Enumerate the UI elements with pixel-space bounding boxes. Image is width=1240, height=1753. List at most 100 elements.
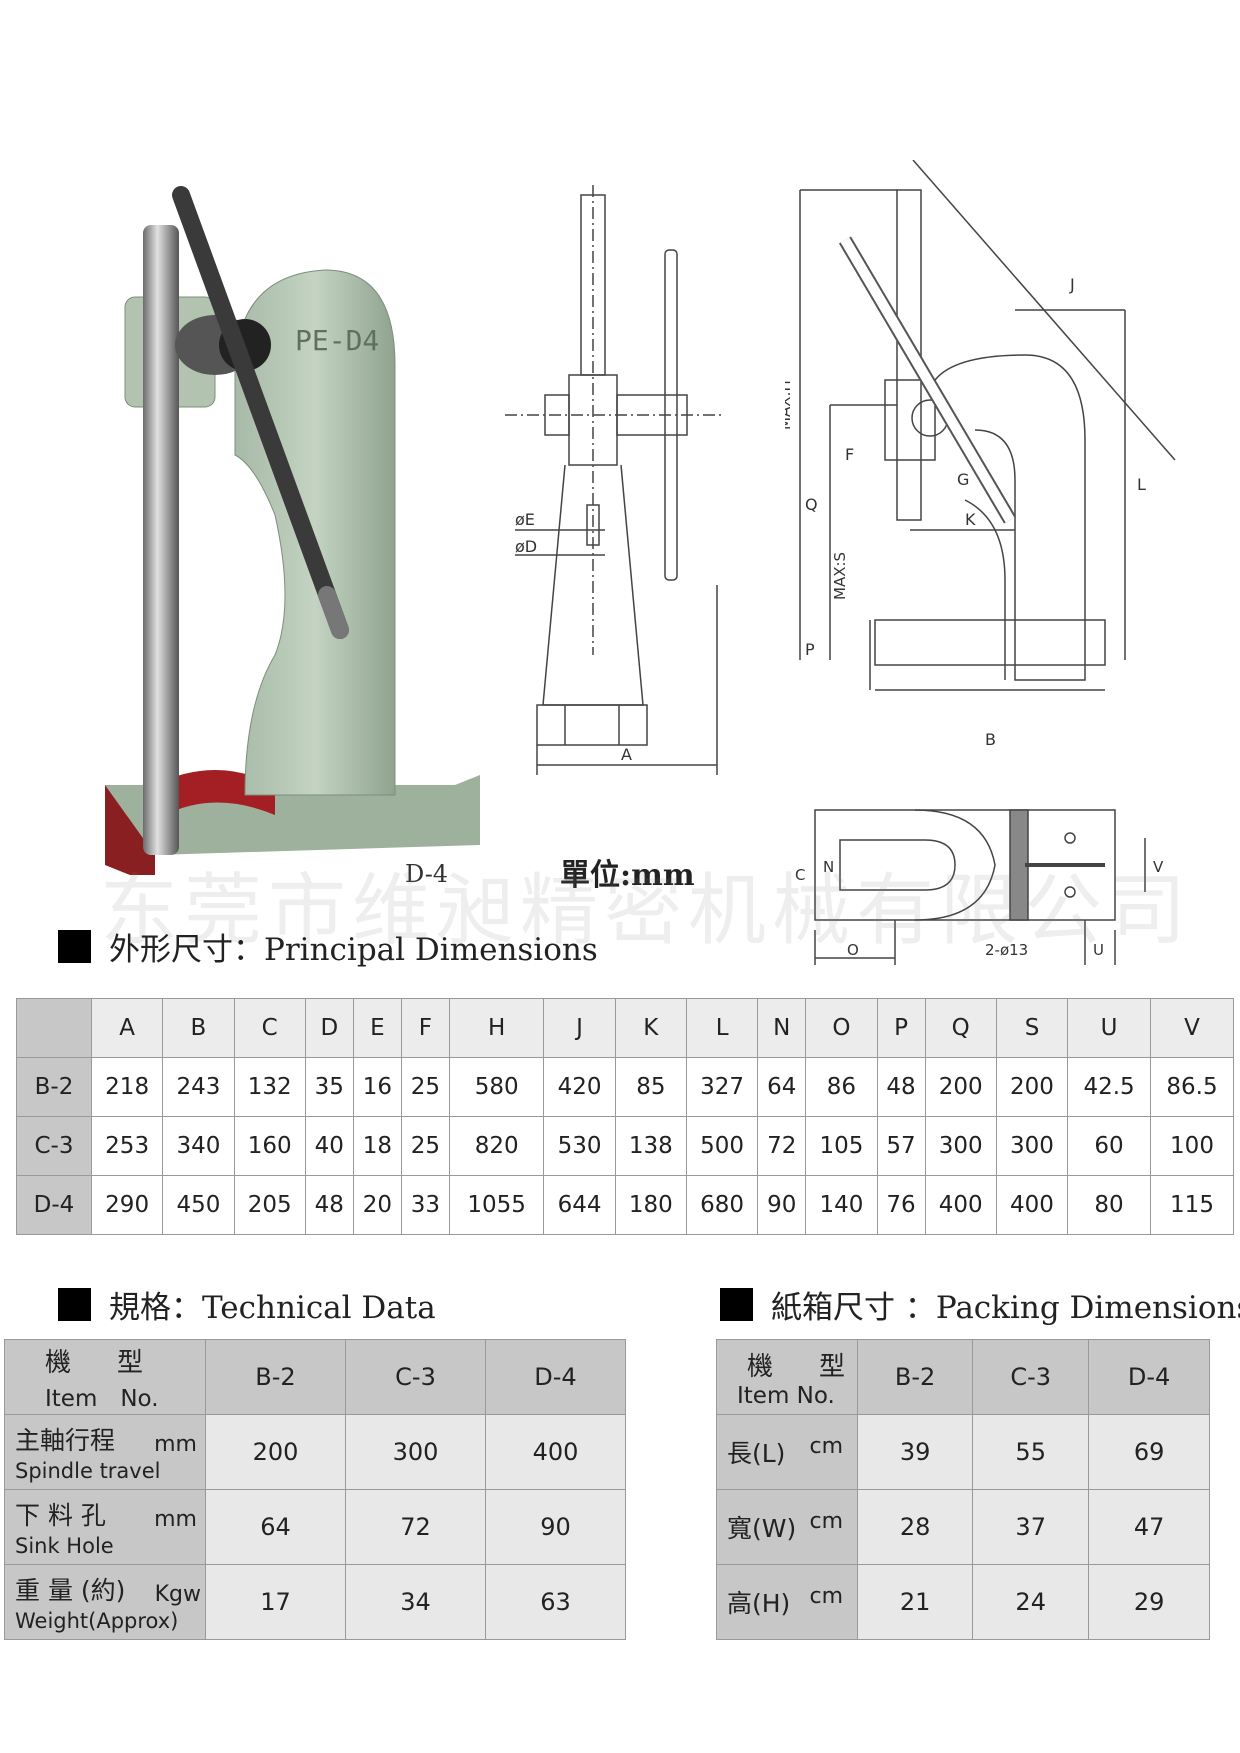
- column-header: D-4: [485, 1339, 626, 1415]
- front-view-drawing: øE øD A: [505, 185, 725, 775]
- table-cell: 39: [856, 1414, 974, 1490]
- table-cell: 132: [233, 1057, 306, 1117]
- row-unit: Kgw: [154, 1582, 201, 1607]
- label-q: Q: [805, 495, 818, 514]
- table-cell: 55: [972, 1414, 1090, 1490]
- table-cell: 16: [352, 1057, 402, 1117]
- table-cell: 28: [856, 1489, 974, 1565]
- row-label-text: 寬(W): [727, 1514, 797, 1543]
- item-no-header: 機 型 Item No.: [4, 1339, 206, 1415]
- row-unit: mm: [154, 1507, 197, 1532]
- column-header: L: [685, 998, 759, 1058]
- label-b: B: [985, 730, 996, 749]
- label-c: C: [795, 866, 805, 884]
- table-cell: 86: [805, 1057, 878, 1117]
- table-cell: 64: [757, 1057, 807, 1117]
- side-view-drawing: MAX:H J L G F K Q MAX:S P B: [785, 160, 1176, 749]
- table-cell: 530: [543, 1116, 616, 1176]
- table-cell: 400: [485, 1414, 626, 1490]
- table-cell: 680: [685, 1175, 759, 1235]
- table-cell: 63: [485, 1564, 626, 1640]
- label-p: P: [805, 640, 815, 659]
- table-cell: 253: [90, 1116, 164, 1176]
- table-cell: 300: [924, 1116, 997, 1176]
- label-k: K: [965, 510, 976, 529]
- table-cell: 25: [400, 1116, 450, 1176]
- heading-square-icon: [720, 1288, 753, 1321]
- column-header: J: [543, 998, 616, 1058]
- table-cell: 48: [304, 1175, 354, 1235]
- table-cell: 218: [90, 1057, 164, 1117]
- table-cell: 86.5: [1150, 1057, 1234, 1117]
- label-oe: øE: [515, 510, 535, 529]
- label-f: F: [845, 445, 854, 464]
- row-unit: cm: [809, 1509, 843, 1534]
- table-cell: 100: [1150, 1116, 1234, 1176]
- watermark: 东莞市维昶精密机械有限公司: [100, 866, 1193, 956]
- table-row: 寬(W)cm 28 37 47: [716, 1489, 1210, 1565]
- label-u: U: [1093, 941, 1104, 959]
- table-cell: 400: [995, 1175, 1069, 1235]
- table-cell: 20: [352, 1175, 402, 1235]
- column-header: B-2: [856, 1339, 974, 1415]
- label-j: J: [1069, 275, 1075, 294]
- heading-square-icon: [58, 1288, 91, 1321]
- label-max-h: MAX:H: [785, 380, 794, 430]
- column-header: K: [614, 998, 687, 1058]
- row-header-model: D-4: [16, 1175, 92, 1235]
- table-cell: 33: [400, 1175, 450, 1235]
- table-row: C-3 253 340 160 40 18 25 820 530 138 500…: [16, 1116, 1234, 1176]
- table-cell: 35: [304, 1057, 354, 1117]
- label-od: øD: [515, 537, 537, 556]
- label-l: L: [1137, 475, 1146, 494]
- column-header: B: [162, 998, 235, 1058]
- row-label-en: Sink Hole: [15, 1534, 114, 1558]
- row-label-en: Weight(Approx): [15, 1609, 179, 1633]
- heading-square-icon: [58, 930, 91, 963]
- table-cell: 140: [805, 1175, 878, 1235]
- table-header-row: A B C D E F H J K L N O P Q S U V: [16, 998, 1234, 1058]
- table-cell: 1055: [448, 1175, 545, 1235]
- section-heading-technical: 規格：Technical Data: [58, 1282, 436, 1327]
- table-cell: 90: [485, 1489, 626, 1565]
- row-label: 長(L)cm: [716, 1414, 858, 1490]
- header-en: Item No.: [737, 1382, 835, 1409]
- column-header: C-3: [972, 1339, 1090, 1415]
- table-row: 高(H)cm 21 24 29: [716, 1564, 1210, 1640]
- section-heading-packing: 紙箱尺寸 ：Packing Dimensions: [720, 1282, 1240, 1327]
- row-unit: cm: [809, 1434, 843, 1459]
- table-cell: 18: [352, 1116, 402, 1176]
- section-heading-dimensions: 外形尺寸：Principal Dimensions: [58, 924, 598, 969]
- table-cell: 72: [345, 1489, 486, 1565]
- row-label: 寬(W) cm: [716, 1489, 858, 1565]
- technical-data-table: 機 型 Item No. B-2 C-3 D-4 主軸行程 mm Spindle …: [4, 1339, 626, 1640]
- row-label-text: 高(H): [727, 1589, 791, 1618]
- row-label: 高(H)cm: [716, 1564, 858, 1640]
- item-no-header: 機 型 Item No.: [716, 1339, 858, 1415]
- table-header-row: 機 型 Item No. B-2 C-3 D-4: [716, 1339, 1210, 1415]
- column-header: C-3: [345, 1339, 486, 1415]
- row-unit: mm: [154, 1432, 197, 1457]
- row-label-zh: 下 料 孔: [15, 1501, 106, 1530]
- column-header: C: [233, 998, 306, 1058]
- header-en: Item No.: [45, 1385, 159, 1412]
- header-zh: 機 型: [45, 1347, 154, 1378]
- table-cell: 21: [856, 1564, 974, 1640]
- row-label-zh: 重 量 (約): [15, 1576, 126, 1605]
- row-label: 下 料 孔 mm Sink Hole: [4, 1489, 206, 1565]
- table-cell: 450: [162, 1175, 235, 1235]
- column-header: D: [304, 998, 354, 1058]
- column-header: E: [352, 998, 402, 1058]
- table-cell: 138: [614, 1116, 687, 1176]
- table-cell: 644: [543, 1175, 616, 1235]
- table-cell: 340: [162, 1116, 235, 1176]
- table-cell: 327: [685, 1057, 759, 1117]
- row-header-model: C-3: [16, 1116, 92, 1176]
- column-header: B-2: [205, 1339, 346, 1415]
- model-caption: D-4: [405, 860, 449, 888]
- unit-caption: 單位:mm: [560, 858, 695, 893]
- label-v: V: [1153, 858, 1164, 876]
- table-cell: 40: [304, 1116, 354, 1176]
- row-label-en: Spindle travel: [15, 1459, 161, 1483]
- row-label-zh: 主軸行程: [15, 1426, 116, 1455]
